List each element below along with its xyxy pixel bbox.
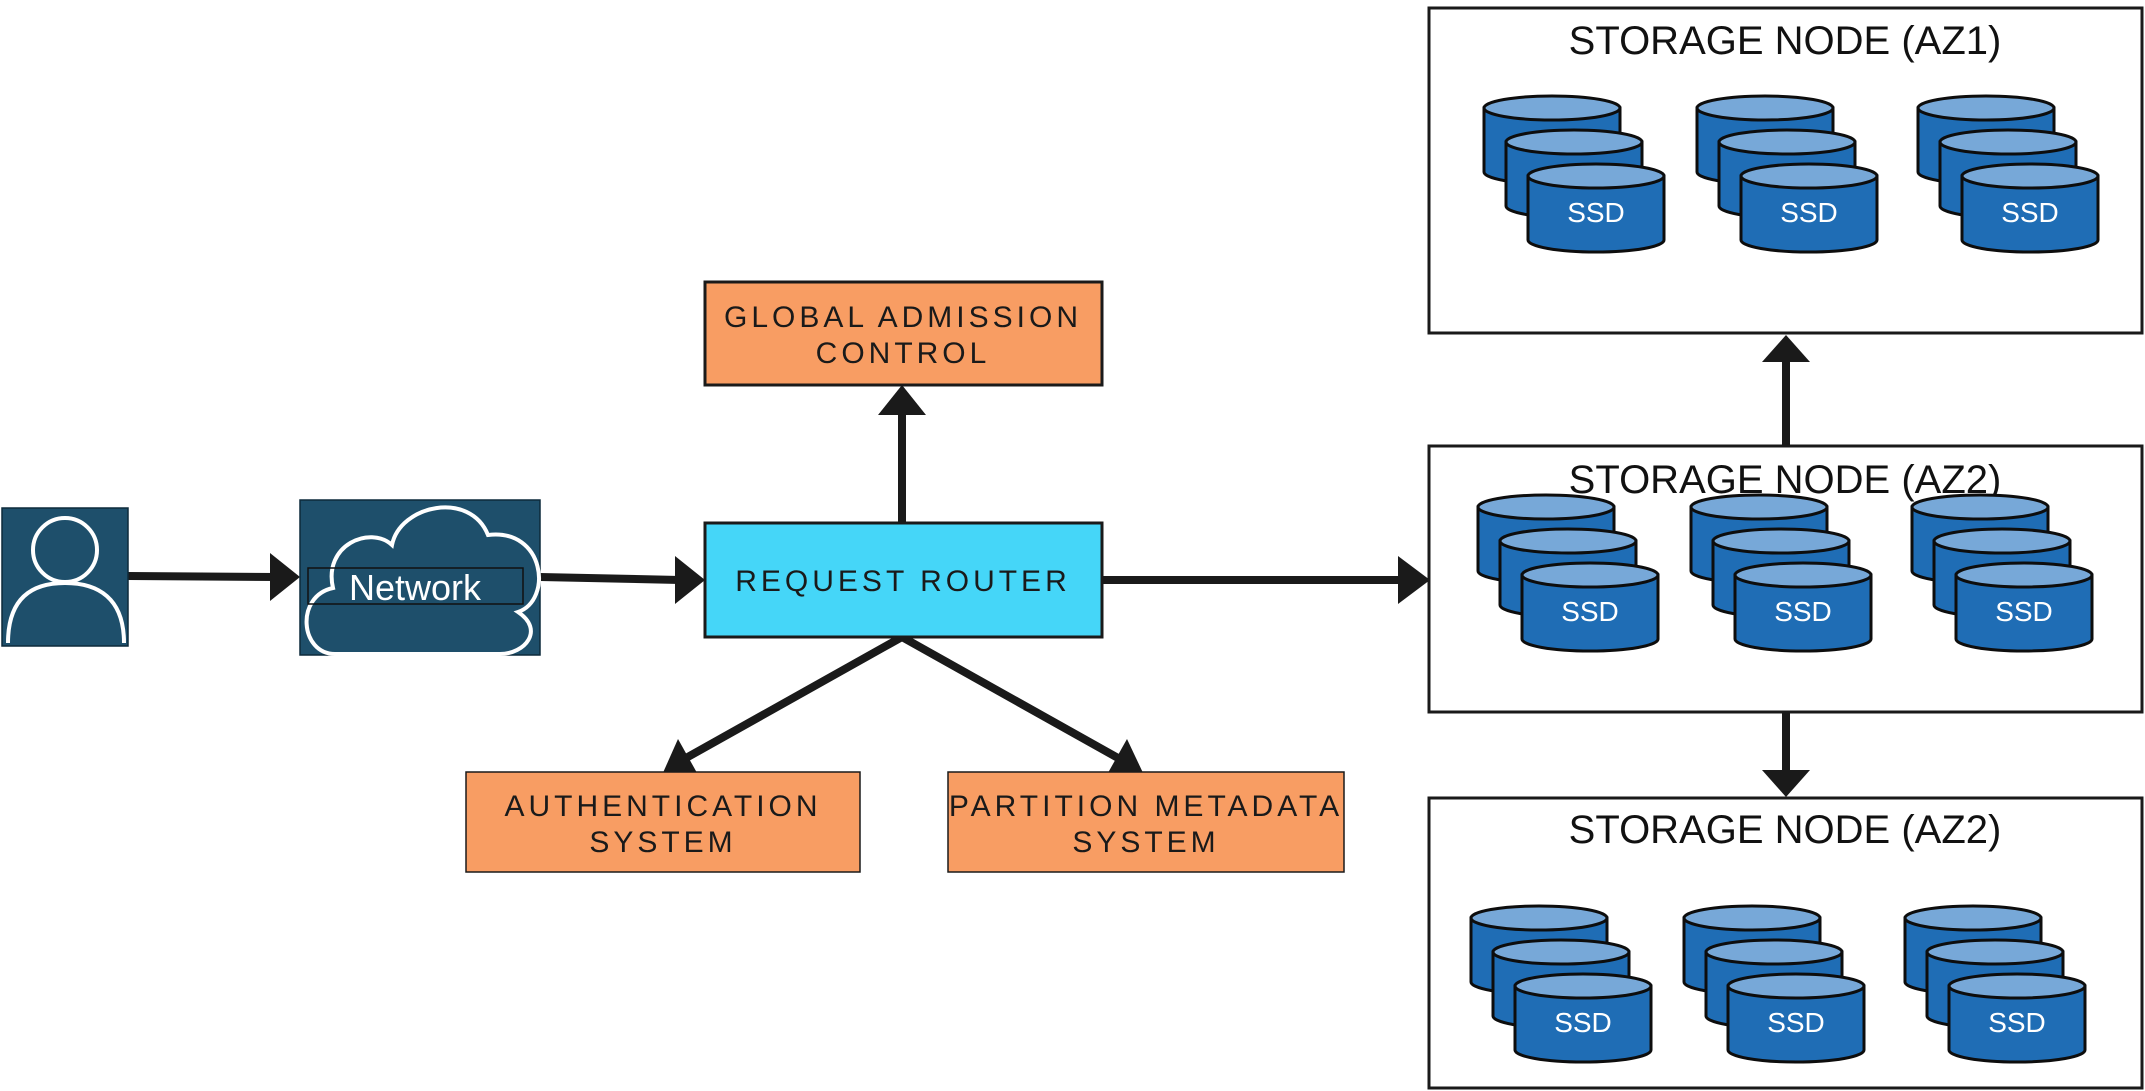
storage-node-title: STORAGE NODE (AZ1) (1569, 19, 2002, 63)
global-admission-control-box: GLOBAL ADMISSION CONTROL (703, 280, 1104, 387)
admission-label-line-1: GLOBAL ADMISSION (724, 301, 1082, 334)
ssd-disk-icon: SSD (1733, 561, 1873, 653)
ssd-disk-icon: SSD (1513, 972, 1653, 1064)
arrow-network-to-router (539, 573, 681, 584)
connectors (127, 335, 1810, 797)
ssd-disk-icon: SSD (1947, 972, 2087, 1064)
ssd-label: SSD (1780, 197, 1838, 228)
arrowhead-icon (1104, 739, 1144, 780)
cloud-icon (304, 505, 541, 656)
storage-node-az2-middle: STORAGE NODE (AZ2) SSD SSD SSD (1427, 444, 2144, 714)
partition-metadata-system-box: PARTITION METADATA SYSTEM (947, 771, 1345, 873)
ssd-disk-icon: SSD (1960, 162, 2100, 254)
ssd-disk-icon: SSD (1526, 162, 1666, 254)
request-router-label: REQUEST ROUTER (735, 565, 1070, 598)
ssd-stack: SSD (1482, 94, 1666, 254)
ssd-disk-icon: SSD (1726, 972, 1866, 1064)
ssd-stack: SSD (1682, 904, 1866, 1064)
ssd-stack: SSD (1689, 493, 1873, 653)
ssd-stack: SSD (1469, 904, 1653, 1064)
ssd-label: SSD (1567, 197, 1625, 228)
ssd-label: SSD (1995, 596, 2053, 627)
arrowhead-icon (1762, 335, 1810, 362)
network-label-box (307, 567, 524, 605)
arrowhead-icon (1762, 770, 1810, 797)
network-label: Network (349, 567, 482, 608)
arrowhead-icon (1398, 556, 1430, 604)
ssd-stack: SSD (1916, 94, 2100, 254)
arrowhead-icon (270, 553, 300, 601)
ssd-label: SSD (2001, 197, 2059, 228)
ssd-disk-icon: SSD (1954, 561, 2094, 653)
ssd-label: SSD (1774, 596, 1832, 627)
ssd-disk-icon: SSD (1739, 162, 1879, 254)
auth-label-line-1: AUTHENTICATION (504, 790, 821, 823)
partition-label-line-1: PARTITION METADATA (949, 790, 1343, 823)
ssd-stack: SSD (1476, 493, 1660, 653)
ssd-disk-icon: SSD (1520, 561, 1660, 653)
ssd-stack: SSD (1695, 94, 1879, 254)
storage-node-az1: STORAGE NODE (AZ1) SSD SSD SSD (1427, 6, 2144, 335)
arrow-router-to-auth (684, 633, 904, 762)
authentication-system-box: AUTHENTICATION SYSTEM (465, 771, 861, 873)
request-router-box: REQUEST ROUTER (703, 521, 1104, 639)
ssd-stack: SSD (1903, 904, 2087, 1064)
ssd-label: SSD (1988, 1007, 2046, 1038)
ssd-label: SSD (1561, 596, 1619, 627)
admission-label-line-2: CONTROL (816, 337, 991, 370)
user-avatar (1, 507, 129, 647)
ssd-label: SSD (1767, 1007, 1825, 1038)
partition-label-line-2: SYSTEM (1072, 826, 1219, 859)
network-panel: Network (299, 499, 541, 656)
arrow-router-to-partition (900, 633, 1120, 762)
storage-node-az2-bottom: STORAGE NODE (AZ2) SSD SSD SSD (1427, 796, 2144, 1090)
arrowhead-icon (675, 556, 705, 604)
user-body-icon (6, 580, 126, 644)
storage-node-title: STORAGE NODE (AZ2) (1569, 808, 2002, 852)
user-panel (1, 507, 129, 647)
ssd-stack: SSD (1910, 493, 2094, 653)
arrowhead-icon (662, 739, 701, 780)
arrowhead-icon (878, 385, 926, 415)
ssd-label: SSD (1554, 1007, 1612, 1038)
auth-label-line-2: SYSTEM (589, 826, 736, 859)
arrow-user-to-network (127, 572, 279, 581)
